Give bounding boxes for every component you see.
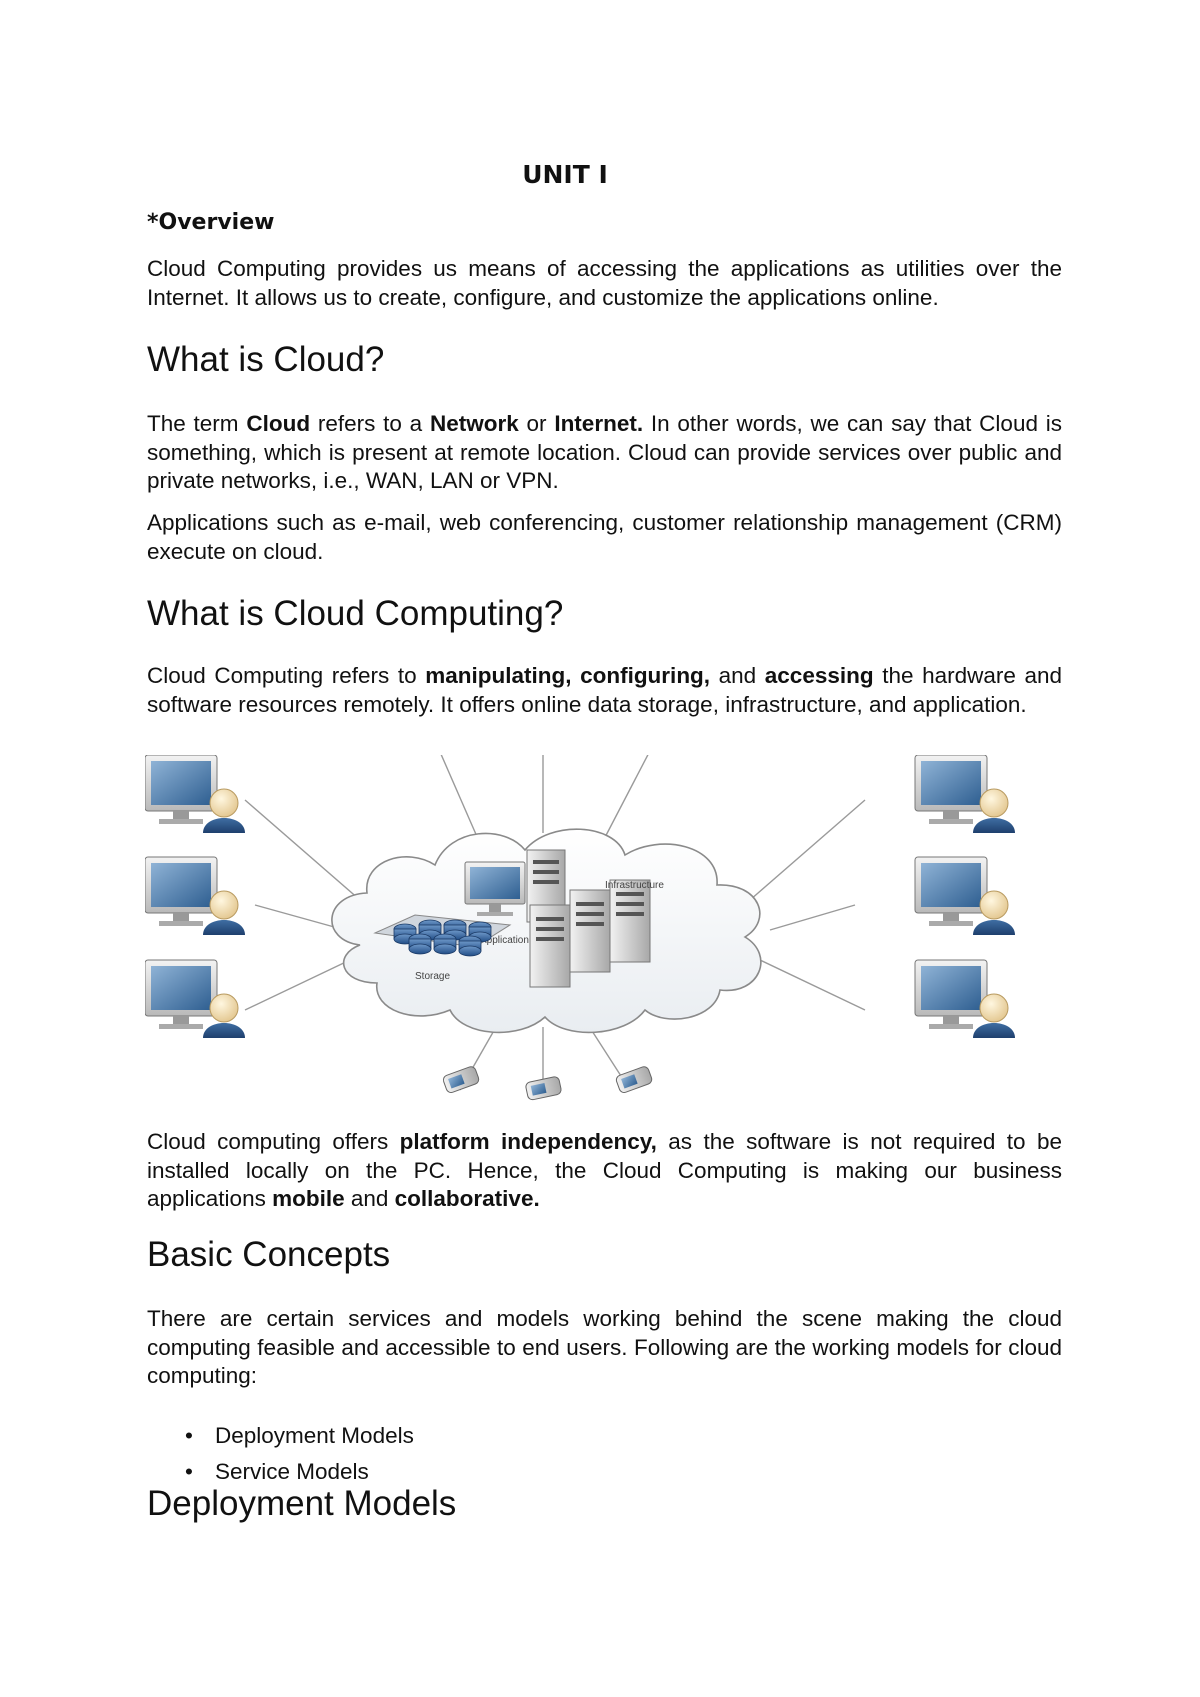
user-workstation-icon-left-2 xyxy=(145,856,245,935)
infrastructure-label: Infrastructure xyxy=(605,880,664,891)
heading-what-is-cloud: What is Cloud? xyxy=(147,340,385,379)
list-item: •Deployment Models xyxy=(147,1418,414,1454)
user-workstation-icon-left-3 xyxy=(145,959,245,1038)
infrastructure-servers xyxy=(529,879,651,988)
user-workstation-icon-left-1 xyxy=(145,755,245,833)
unit-title: UNIT I xyxy=(522,160,608,189)
working-models-list: •Deployment Models •Service Models xyxy=(147,1418,414,1490)
cloud-paragraph-1: The term Cloud refers to a Network or In… xyxy=(147,411,1062,493)
bullet-icon: • xyxy=(185,1423,193,1448)
user-workstation-icon-right-2 xyxy=(914,856,1015,935)
user-workstation-icon-right-1 xyxy=(914,755,1015,833)
after-figure-paragraph: Cloud computing offers platform independ… xyxy=(147,1129,1062,1211)
overview-text: Cloud Computing provides us means of acc… xyxy=(147,256,1062,310)
storage-label: Storage xyxy=(415,971,450,982)
mobile-phone-icon-1 xyxy=(442,1066,480,1094)
overview-heading: *Overview xyxy=(147,210,275,235)
cloud-computing-diagram: Application Infrastructure Storage xyxy=(145,755,1015,1101)
cloud-paragraph-2: Applications such as e-mail, web confere… xyxy=(147,510,1062,564)
user-workstation-icon-right-3 xyxy=(914,959,1015,1038)
mobile-phone-icon-3 xyxy=(615,1066,653,1094)
application-label: Application xyxy=(480,935,529,946)
mobile-phone-icon-2 xyxy=(525,1076,562,1101)
list-item: •Service Models xyxy=(147,1454,414,1490)
cloud-computing-paragraph: Cloud Computing refers to manipulating, … xyxy=(147,663,1062,717)
heading-deployment-models: Deployment Models xyxy=(147,1484,457,1523)
heading-basic-concepts: Basic Concepts xyxy=(147,1235,391,1274)
basic-concepts-paragraph: There are certain services and models wo… xyxy=(147,1306,1062,1388)
storage-disks xyxy=(373,914,512,957)
bullet-icon: • xyxy=(185,1459,193,1484)
heading-what-is-cloud-computing: What is Cloud Computing? xyxy=(147,594,564,633)
